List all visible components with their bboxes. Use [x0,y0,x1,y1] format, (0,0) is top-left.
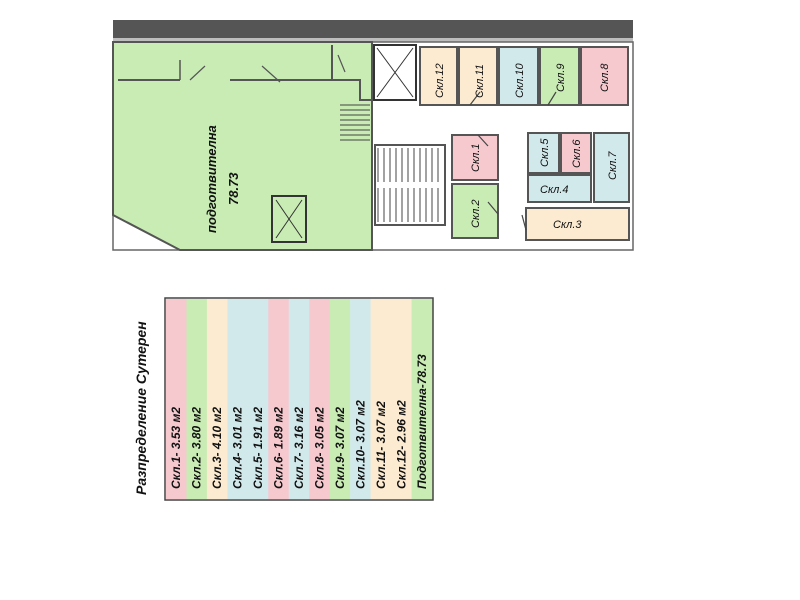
legend-row-text: Скл.10- 3.07 м2 [353,400,367,489]
legend-row-text: Скл.1- 3.53 м2 [169,407,183,489]
legend-row-text: Подготвителна-78.73 [415,354,429,489]
room-skl6[interactable] [560,132,592,174]
staircase-outline [374,144,446,226]
label-skl8: Скл.8 [599,63,611,92]
legend-strip [227,299,249,499]
main-room-shaft [271,195,307,243]
roof-band [113,20,633,42]
label-skl10: Скл.10 [514,62,526,98]
door-swing-2 [261,65,281,83]
label-skl3: Скл.3 [553,219,582,231]
room-skl1[interactable] [451,134,499,181]
main-room-name: подготвителна [204,125,219,233]
legend-border [164,297,434,501]
room-skl7[interactable] [593,132,630,203]
storage-door-swings [469,91,557,231]
legend-strip [309,299,331,499]
label-skl5: Скл.5 [539,138,551,167]
label-skl12: Скл.12 [434,63,446,98]
legend-strip [186,299,208,499]
legend-row-text: Скл.5- 1.91 м2 [251,407,265,489]
legend-strip [268,299,290,499]
legend-row-text: Скл.12- 2.96 м2 [394,400,408,489]
inner-stairs [340,104,370,141]
legend-row-text: Скл.9- 3.07 м2 [333,407,347,489]
main-room-label: подготвителна 78.73 [204,125,241,233]
legend-strip [411,299,433,499]
main-room-corner-wall [331,45,372,101]
main-room-area: 78.73 [226,172,241,205]
legend-strip [391,299,413,499]
label-skl4: Скл.4 [540,184,569,196]
legend-row-text: Скл.7- 3.16 м2 [292,407,306,489]
room-skl5[interactable] [527,132,560,174]
legend-strip [206,299,228,499]
roof-band-highlight [113,38,633,42]
label-skl1: Скл.1 [470,143,482,172]
door-swing-3 [337,54,346,73]
legend-strip [166,299,187,499]
label-skl6: Скл.6 [571,139,583,168]
room-skl8[interactable] [580,46,629,106]
label-skl9: Скл.9 [555,63,567,92]
legend-rows: Скл.1- 3.53 м2 Скл.2- 3.80 м2 Скл.3- 4.10 … [166,299,433,499]
room-skl3[interactable] [525,207,630,241]
label-skl7: Скл.7 [607,151,619,180]
door-swing-1 [189,65,206,81]
legend-title: Разпределение Сутерен [133,321,149,495]
label-skl11: Скл.11 [474,64,486,98]
legend-row-text: Скл.8- 3.05 м2 [312,407,326,489]
elevator-shaft [373,44,417,101]
room-skl4[interactable] [527,174,592,203]
legend-strip [288,299,310,499]
legend-row-text: Скл.4- 3.01 м2 [231,407,245,489]
label-skl2: Скл.2 [470,199,482,228]
legend-strip [350,299,372,499]
legend-strip [329,299,351,499]
room-skl10[interactable] [498,46,539,106]
main-staircase [377,148,439,222]
main-room-shape [112,41,373,251]
legend-row-text: Скл.2- 3.80 м2 [190,407,204,489]
room-skl9[interactable] [539,46,580,106]
room-skl2[interactable] [451,183,499,239]
legend-strip [247,299,269,499]
legend-strip [370,299,392,499]
room-skl12[interactable] [419,46,458,106]
legend-row-text: Скл.6- 1.89 м2 [272,407,286,489]
legend-row-text: Скл.3- 4.10 м2 [210,407,224,489]
legend-row-text: Скл.11- 3.07 м2 [374,401,388,489]
